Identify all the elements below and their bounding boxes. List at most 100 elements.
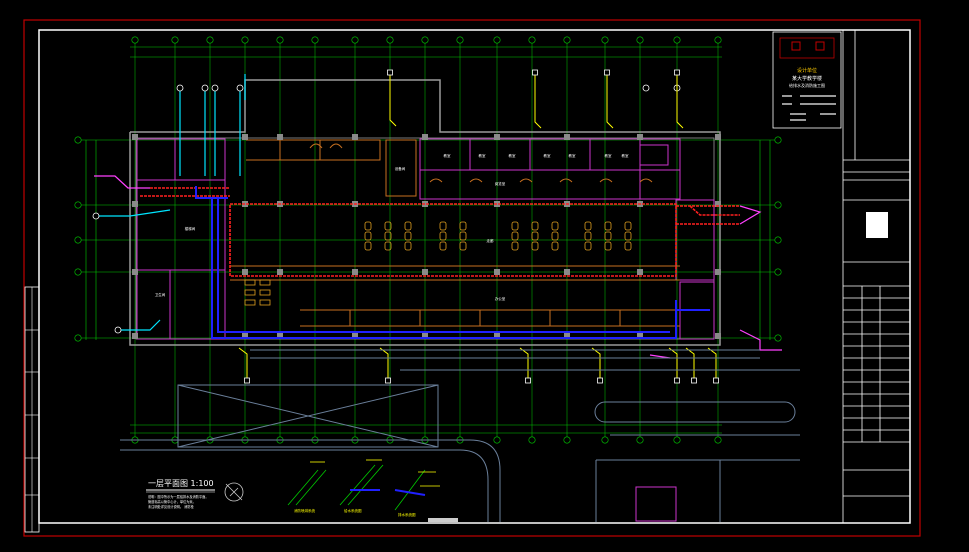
doors-and-room-walls [230,139,680,327]
desk [439,221,447,231]
leader-end [532,69,538,76]
desk [364,231,372,241]
column [715,269,721,275]
binding-strip-cells [25,287,39,532]
desk [551,241,559,251]
room-label: 办公室 [495,296,506,301]
column [564,333,570,339]
drain-leader [389,75,397,127]
axis-bubble-bottom [673,436,681,444]
dimension-lines [85,46,771,434]
column [242,269,248,275]
leader-end [244,377,250,384]
desk [259,299,271,306]
axis-bubble-top [131,36,139,44]
column [132,134,138,140]
axis-bubble-left [74,136,82,144]
desk [459,231,467,241]
leader-end [691,377,697,384]
desk [244,279,256,286]
desk [384,241,392,251]
room-label: 楼梯间 [185,226,196,231]
column [494,333,500,339]
leader-end [387,69,393,76]
axis-bubble-top [528,36,536,44]
desk [624,241,632,251]
axis-bubble-left [74,268,82,276]
detail-label-2: 给水系统图 [344,508,362,513]
room-label: 教室 [544,153,552,158]
desk [259,289,271,296]
column [277,269,283,275]
column [352,269,358,275]
room-label: 教室 [444,153,452,158]
column [132,269,138,275]
water-pipe [195,186,710,339]
axis-bubble-right [774,136,782,144]
structural-columns [132,134,721,339]
desk [604,241,612,251]
axis-bubble-top [493,36,501,44]
site-kiosk [635,486,677,522]
axis-bubble-top [421,36,429,44]
column [637,269,643,275]
legend-box: 设计单位 某大学教学楼 给排水及消防施工图 [772,31,842,129]
axis-bubble-top [311,36,319,44]
axis-bubble-left [74,334,82,342]
system-details [287,459,458,522]
desk [604,231,612,241]
column [277,333,283,339]
axis-bubble-right [774,268,782,276]
drain-leader [591,347,601,378]
column [715,201,721,207]
desk [624,231,632,241]
leader-end [604,69,610,76]
room-label: 设备间 [395,166,406,171]
partitions [136,138,715,340]
column [132,333,138,339]
desk [551,221,559,231]
room-label: 走廊 [487,238,495,243]
title-block-project: 某大学教学楼 [792,75,822,82]
drain-leaders [238,69,719,384]
desk [439,231,447,241]
column [422,333,428,339]
room-label: 卫生间 [155,292,166,297]
axis-bubble-bottom [601,436,609,444]
column [242,134,248,140]
detail-label-1: 消防喷淋系统 [294,508,315,513]
axis-bubble-bottom [493,436,501,444]
desk [584,221,592,231]
leader-end [385,377,391,384]
site-plan [120,349,800,522]
north-arrow-needle [225,483,243,501]
desk [511,231,519,241]
desk [364,221,372,231]
room-label: 阅览室 [495,181,506,186]
desk [511,221,519,231]
outer-frame [23,19,921,537]
axis-bubble-top [601,36,609,44]
drawing-note-2: 管道标高以管中心计，单位为米。 [148,499,196,504]
desk [384,221,392,231]
column [352,333,358,339]
desk [364,241,372,251]
desk [511,241,519,251]
desk [404,241,412,251]
desk [459,221,467,231]
drawing-note-3: 未注明处详见设计说明。 消防栓 [148,504,194,509]
desk [531,241,539,251]
desk [244,299,256,306]
leader-end [597,377,603,384]
column [494,269,500,275]
leader-end [525,377,531,384]
desk [259,279,271,286]
axis-bubble-top [714,36,722,44]
column [715,333,721,339]
column [422,269,428,275]
column [132,201,138,207]
drain-leader [379,347,389,378]
riser-pipes-cyan [96,74,246,331]
axis-bubble-right [774,201,782,209]
